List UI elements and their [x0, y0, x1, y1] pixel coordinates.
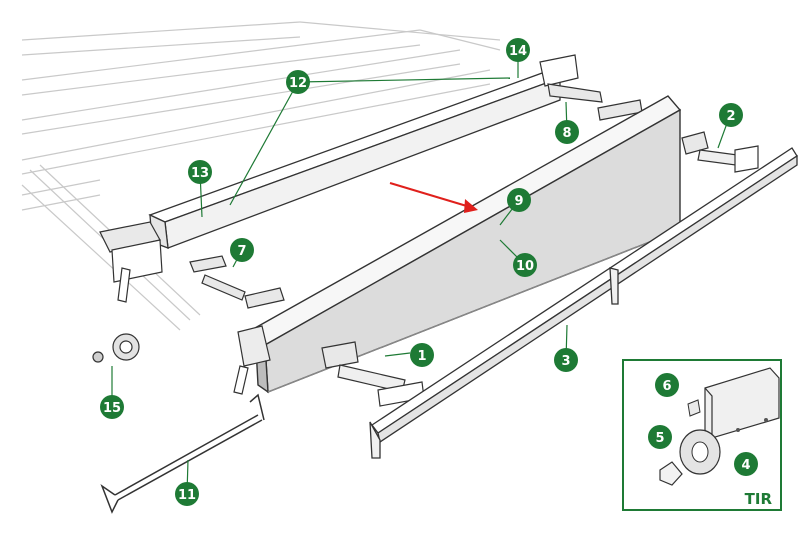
svg-text:3: 3 — [561, 354, 570, 369]
svg-text:8: 8 — [562, 126, 571, 141]
svg-text:4: 4 — [741, 458, 750, 473]
callout-13: 13 — [188, 160, 212, 184]
cassette-box — [254, 95, 682, 394]
svg-text:10: 10 — [516, 259, 534, 274]
part-15 — [92, 333, 140, 363]
callout-badges: 1 2 3 4 5 6 7 8 9 10 11 12 13 14 15 — [100, 38, 758, 506]
svg-text:2: 2 — [726, 109, 735, 124]
svg-text:15: 15 — [103, 401, 121, 416]
callout-7: 7 — [230, 238, 254, 262]
svg-text:11: 11 — [178, 488, 196, 503]
svg-text:13: 13 — [191, 166, 209, 181]
svg-text:14: 14 — [509, 44, 527, 59]
bracket-7 — [189, 255, 285, 309]
svg-text:1: 1 — [417, 349, 426, 364]
inset-tir: TIR — [622, 359, 782, 511]
svg-text:12: 12 — [289, 76, 307, 91]
bracket-2 — [681, 131, 759, 173]
svg-text:5: 5 — [655, 431, 664, 446]
callout-2: 2 — [719, 103, 743, 127]
callout-4: 4 — [734, 452, 758, 476]
callout-5: 5 — [648, 425, 672, 449]
callout-6: 6 — [655, 373, 679, 397]
callout-3: 3 — [554, 348, 578, 372]
crank-handle — [100, 393, 265, 514]
callout-14: 14 — [506, 38, 530, 62]
callout-12: 12 — [286, 70, 310, 94]
callout-15: 15 — [100, 395, 124, 419]
callout-10: 10 — [513, 253, 537, 277]
callout-9: 9 — [507, 188, 531, 212]
callout-11: 11 — [175, 482, 199, 506]
svg-text:6: 6 — [662, 379, 671, 394]
front-left-endcap — [233, 325, 271, 395]
background-rails — [21, 21, 501, 331]
inset-label: TIR — [745, 490, 773, 508]
rear-right-bracket — [539, 54, 643, 121]
indicator-arrow — [389, 182, 478, 213]
callout-1: 1 — [410, 343, 434, 367]
bracket-1 — [321, 341, 425, 407]
rear-left-bracket — [99, 221, 163, 303]
svg-text:9: 9 — [514, 194, 523, 209]
front-bar — [369, 147, 798, 459]
svg-text:7: 7 — [237, 244, 246, 259]
callout-8: 8 — [555, 120, 579, 144]
